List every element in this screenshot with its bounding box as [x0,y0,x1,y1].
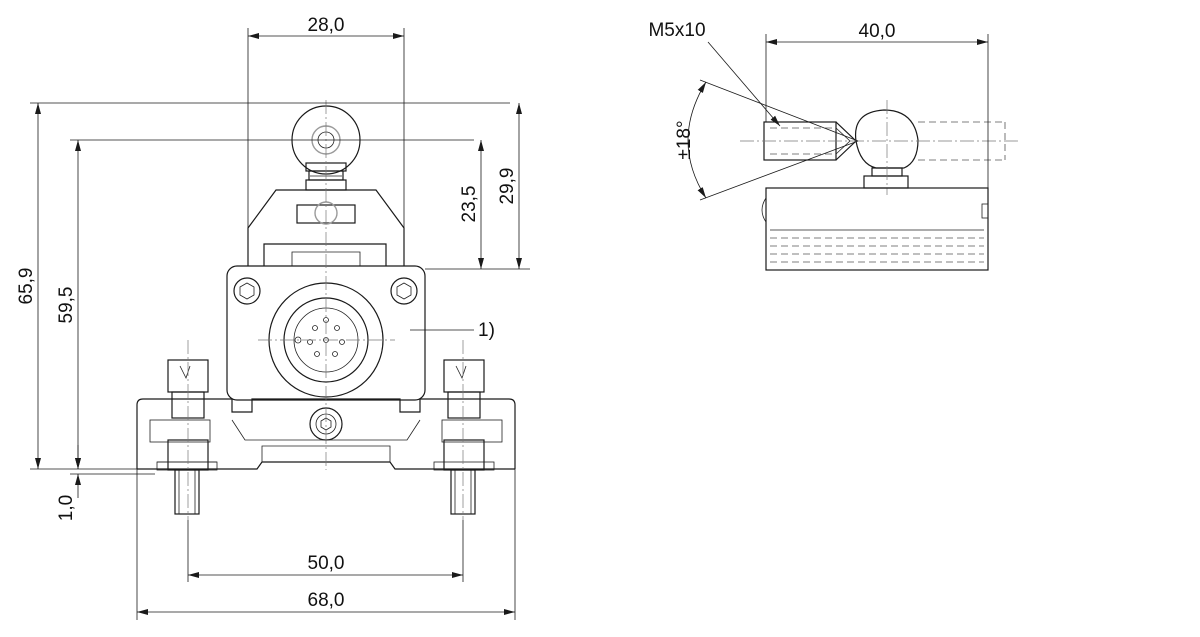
dimension-angle: ±18° [674,79,859,201]
dim-label-top-width: 28,0 [308,15,345,36]
front-view: 1) 28,0 65,9 59,5 1,0 [16,15,530,620]
dimension-lever-height: 23,5 [425,140,530,270]
screw-label: M5x10 [648,20,705,41]
right-bolt [433,359,495,515]
dim-label-lever-height: 23,5 [459,186,480,223]
dim-label-total-height: 65,9 [16,268,37,305]
dimension-top-width: 28,0 [247,15,405,228]
dim-label-base-width: 68,0 [308,590,345,611]
dimension-base-width: 68,0 [136,469,516,620]
dimension-height-59: 59,5 [56,139,474,469]
dim-label-offset: 1,0 [56,495,77,521]
left-bolt [156,359,218,515]
screw-callout: M5x10 [648,20,781,127]
dim-label-hole-spacing: 50,0 [308,553,345,574]
side-body [761,187,989,271]
callout-note: 1) [478,320,495,341]
side-view: ±18° M5x10 40,0 [648,20,1020,271]
dim-label-side-depth: 40,0 [859,21,896,42]
dimension-hole-spacing: 50,0 [187,520,464,582]
dimension-lever-total: 29,9 [497,103,522,269]
dim-label-lever-total: 29,9 [497,168,518,205]
dimension-total-height: 65,9 [16,102,510,470]
dim-label-height-59: 59,5 [56,287,77,324]
dimension-side-depth: 40,0 [765,21,989,188]
center-lines [187,100,464,520]
dimension-offset: 1,0 [56,445,155,521]
side-lever [740,100,1020,195]
dim-label-angle: ±18° [674,120,695,159]
